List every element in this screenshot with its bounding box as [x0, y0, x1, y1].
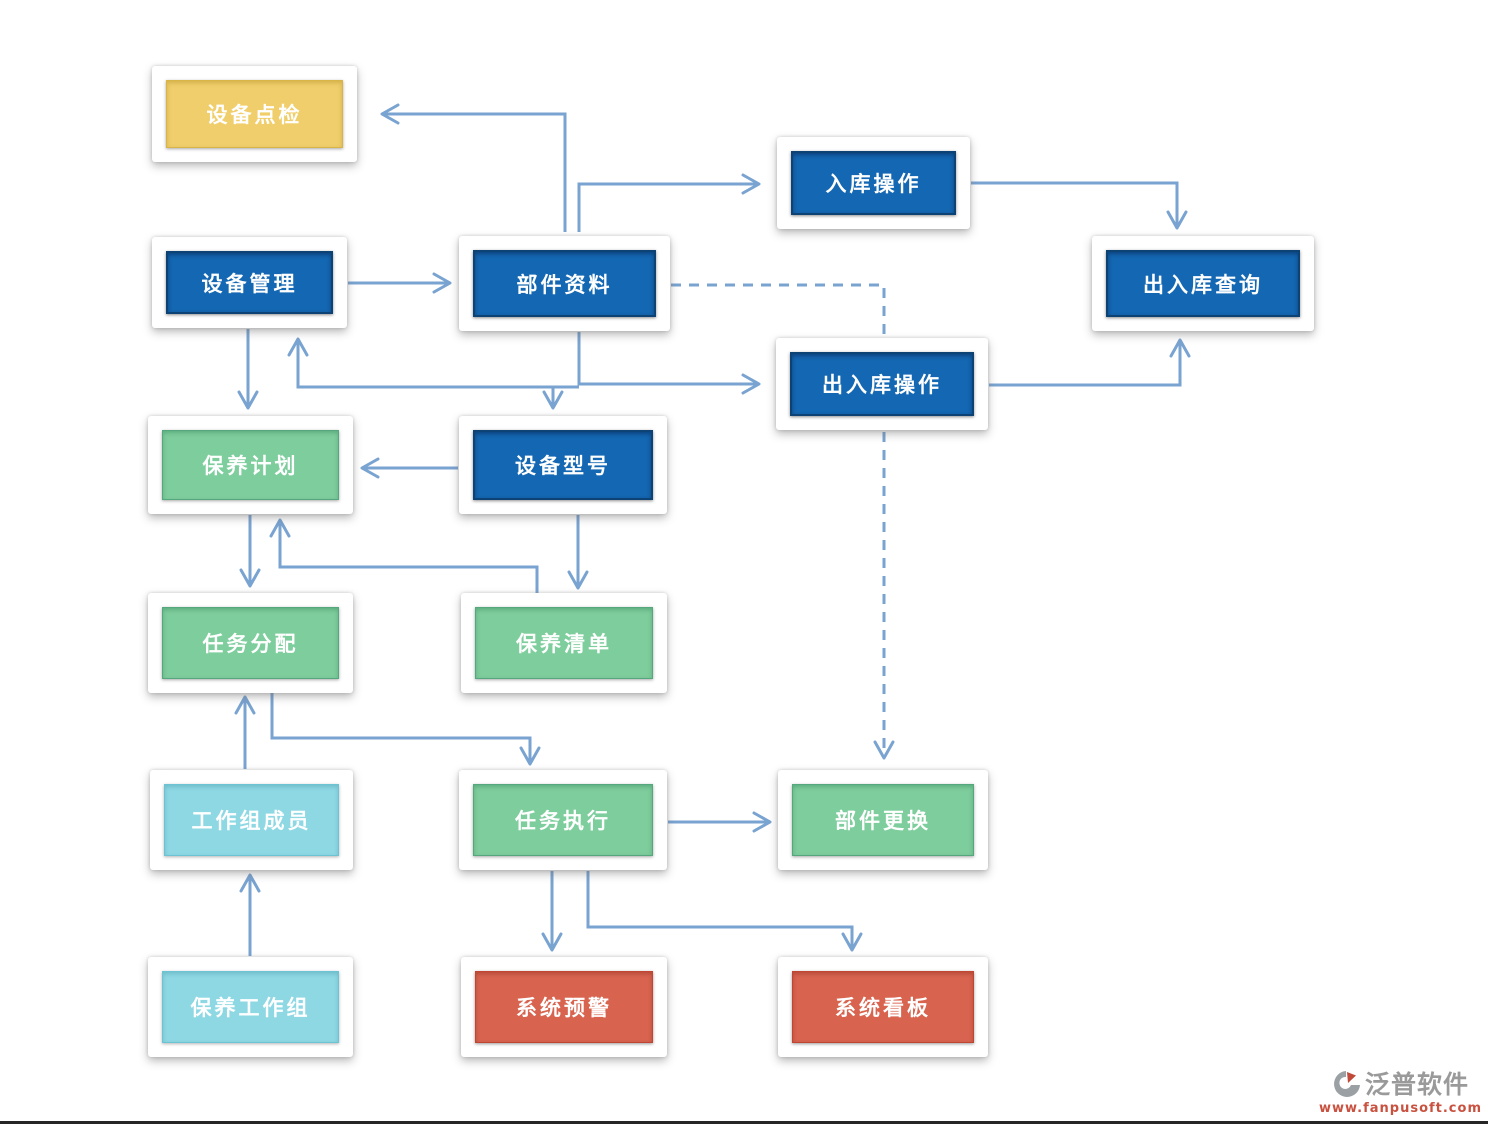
node-maint-list: 保养清单: [461, 593, 667, 693]
node-task-assign-label: 任务分配: [162, 607, 339, 679]
node-equip-mgmt: 设备管理: [152, 237, 347, 328]
node-maint-workgroup-label: 保养工作组: [162, 971, 339, 1043]
node-inout-query: 出入库查询: [1092, 236, 1314, 331]
node-inbound-op-label: 入库操作: [791, 151, 956, 215]
node-maint-plan: 保养计划: [148, 416, 353, 514]
node-task-exec-label: 任务执行: [473, 784, 653, 856]
node-inout-op: 出入库操作: [776, 338, 988, 430]
edge-inbound-op-to-inout-query: [971, 181, 1188, 230]
vendor-url: www.fanpusoft.com: [1318, 1101, 1482, 1116]
edge-part-data-to-inout-op: [577, 332, 761, 395]
node-inout-op-label: 出入库操作: [790, 352, 974, 416]
vendor-watermark: 泛普软件 www.fanpusoft.com: [1319, 1069, 1482, 1116]
node-equip-model: 设备型号: [459, 416, 667, 514]
edge-task-exec-to-system-board: [586, 871, 863, 952]
node-part-data: 部件资料: [459, 236, 670, 331]
node-workgroup-members: 工作组成员: [150, 770, 353, 870]
node-system-board: 系统看板: [778, 957, 988, 1057]
node-part-data-label: 部件资料: [473, 250, 656, 317]
node-equip-check: 设备点检: [152, 66, 357, 162]
node-inout-query-label: 出入库查询: [1106, 250, 1300, 317]
edge-part-data-to-part-replace: [671, 283, 895, 760]
node-task-exec: 任务执行: [459, 770, 667, 870]
node-equip-model-label: 设备型号: [473, 430, 653, 500]
node-inbound-op: 入库操作: [777, 137, 970, 229]
node-maint-workgroup: 保养工作组: [148, 957, 353, 1057]
vendor-brand-name: 泛普软件: [1364, 1069, 1469, 1099]
node-system-alert: 系统预警: [461, 957, 667, 1057]
node-task-assign: 任务分配: [148, 593, 353, 693]
edge-part-data-to-equip-mgmt: [287, 337, 579, 389]
node-part-replace: 部件更换: [778, 770, 988, 870]
node-maint-list-label: 保养清单: [475, 607, 653, 679]
bottom-divider-line: [0, 1121, 1488, 1124]
edge-inout-op-to-inout-query: [989, 338, 1191, 387]
node-workgroup-members-label: 工作组成员: [164, 784, 339, 856]
edge-task-assign-to-task-exec: [270, 692, 541, 766]
node-part-replace-label: 部件更换: [792, 784, 974, 856]
edge-maint-list-to-maint-plan: [269, 518, 539, 594]
edge-part-data-to-inbound-op: [577, 173, 761, 232]
vendor-logo-icon: [1332, 1069, 1362, 1099]
edge-part-data-to-equip-check: [380, 103, 567, 232]
node-equip-mgmt-label: 设备管理: [166, 251, 333, 314]
node-system-alert-label: 系统预警: [475, 971, 653, 1043]
node-maint-plan-label: 保养计划: [162, 430, 339, 500]
node-system-board-label: 系统看板: [792, 971, 974, 1043]
node-equip-check-label: 设备点检: [166, 80, 343, 148]
